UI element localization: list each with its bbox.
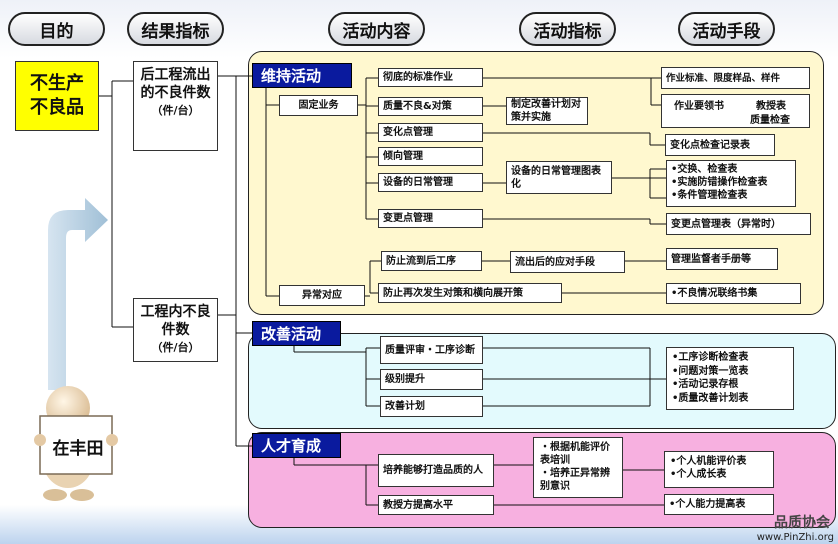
- item-equipment-daily: 设备的日常管理: [378, 173, 483, 192]
- improve-level-up: 级别提升: [380, 369, 483, 390]
- means-modification-table: 变更点管理表（异常时）: [666, 213, 811, 235]
- indicator-inprocess: 工程内不良件数 （件/台）: [133, 298, 218, 362]
- item-change-point: 变化点管理: [378, 123, 483, 142]
- means-quality-check: 质量检查: [750, 115, 790, 126]
- purpose-box: 不生产 不良品: [15, 61, 99, 131]
- section-improve: 改善活动: [252, 321, 341, 346]
- talent-mid-1: ・根据机能评价表培训: [540, 442, 610, 466]
- talent-mid-2: ・培养正异常辨别意识: [540, 468, 610, 492]
- improve-means-4: •质量改善计划表: [672, 392, 749, 404]
- ab-supervisor-manual: 管理监督者手册等: [666, 248, 778, 270]
- item-modification-point: 变更点管理: [378, 209, 483, 228]
- talent-means-1: •个人机能评价表: [670, 456, 747, 467]
- talent-teacher-level: 教授方提高水平: [378, 495, 494, 515]
- header-purpose: 目的: [8, 12, 105, 46]
- item-trend: 倾向管理: [378, 147, 483, 166]
- talent-mid: ・根据机能评价表培训 ・培养正异常辨别意识: [533, 437, 623, 498]
- improve-means-1: •工序诊断检查表: [672, 352, 749, 363]
- person-figure-illustration: [34, 198, 118, 501]
- means-check-tables: •交换、检查表 •实施防错操作检查表 •条件管理检查表: [666, 160, 796, 207]
- means-work-instructions: 作业要领书 教授表 质量检查: [661, 94, 810, 128]
- indicator-outflow: 后工程流出的不良件数 （件/台）: [133, 61, 218, 151]
- indicator-inprocess-text: 工程内不良件数: [140, 304, 211, 338]
- indicator-outflow-unit: （件/台）: [151, 104, 200, 117]
- means-change-record: 变化点检查记录表: [665, 134, 775, 156]
- figure-sign-text: 在丰田: [52, 439, 104, 459]
- header-activity-content: 活动内容: [328, 12, 425, 46]
- indicator-inprocess-unit: （件/台）: [151, 341, 200, 354]
- means-work-manual: 作业要领书: [674, 101, 724, 112]
- header-activity-means: 活动手段: [678, 12, 775, 46]
- section-talent: 人才育成: [252, 433, 341, 458]
- item-standard-work: 彻底的标准作业: [378, 68, 483, 87]
- ab-prevent-outflow: 防止流到后工序: [381, 251, 482, 271]
- improve-means-3: •活动记录存根: [672, 379, 739, 390]
- mid-equipment-chart: 设备的日常管理图表化: [506, 161, 612, 194]
- item-quality-defect: 质量不良&对策: [378, 97, 483, 116]
- purpose-line1: 不生产: [30, 73, 84, 94]
- improve-means-2: •问题对策一览表: [672, 365, 749, 377]
- ab-prevent-recurrence: 防止再次发生对策和横向展开策: [378, 283, 562, 303]
- talent-means-3: •个人能力提高表: [664, 494, 774, 515]
- brand-url: www.PinZhi.org: [756, 532, 834, 543]
- improve-means: •工序诊断检查表 •问题对策一览表 •活动记录存根 •质量改善计划表: [666, 347, 794, 410]
- indicator-outflow-text: 后工程流出的不良件数: [140, 67, 211, 101]
- purpose-line2: 不良品: [30, 97, 84, 118]
- means-standards: 作业标准、限度样品、样件: [661, 67, 810, 89]
- means-exchange-check: •交换、检查表: [671, 164, 738, 175]
- ab-defect-contact: •不良情况联络书集: [666, 283, 801, 304]
- section-maintain: 维持活动: [252, 63, 352, 88]
- talent-means-2: •个人成长表: [670, 469, 727, 480]
- ab-outflow-response: 流出后的应对手段: [510, 251, 625, 273]
- means-condition-check: •条件管理检查表: [671, 190, 748, 201]
- header-activity-indicator: 活动指标: [519, 12, 616, 46]
- fixed-business: 固定业务: [279, 95, 358, 116]
- means-teaching-table: 教授表: [756, 101, 786, 112]
- header-result-indicator: 结果指标: [127, 12, 224, 46]
- brand-logo: 品质协会: [774, 515, 830, 531]
- mid-improvement-plan: 制定改善计划对策并实施: [506, 97, 588, 125]
- improve-plan: 改善计划: [380, 396, 483, 417]
- means-error-proofing: •实施防错操作检查表: [671, 177, 768, 188]
- abnormal-response: 异常对应: [279, 285, 365, 306]
- talent-means: •个人机能评价表 •个人成长表: [664, 451, 774, 488]
- talent-quality-people: 培养能够打造品质的人: [378, 454, 494, 487]
- improve-quality-review: 质量评审・工序诊断: [380, 336, 483, 364]
